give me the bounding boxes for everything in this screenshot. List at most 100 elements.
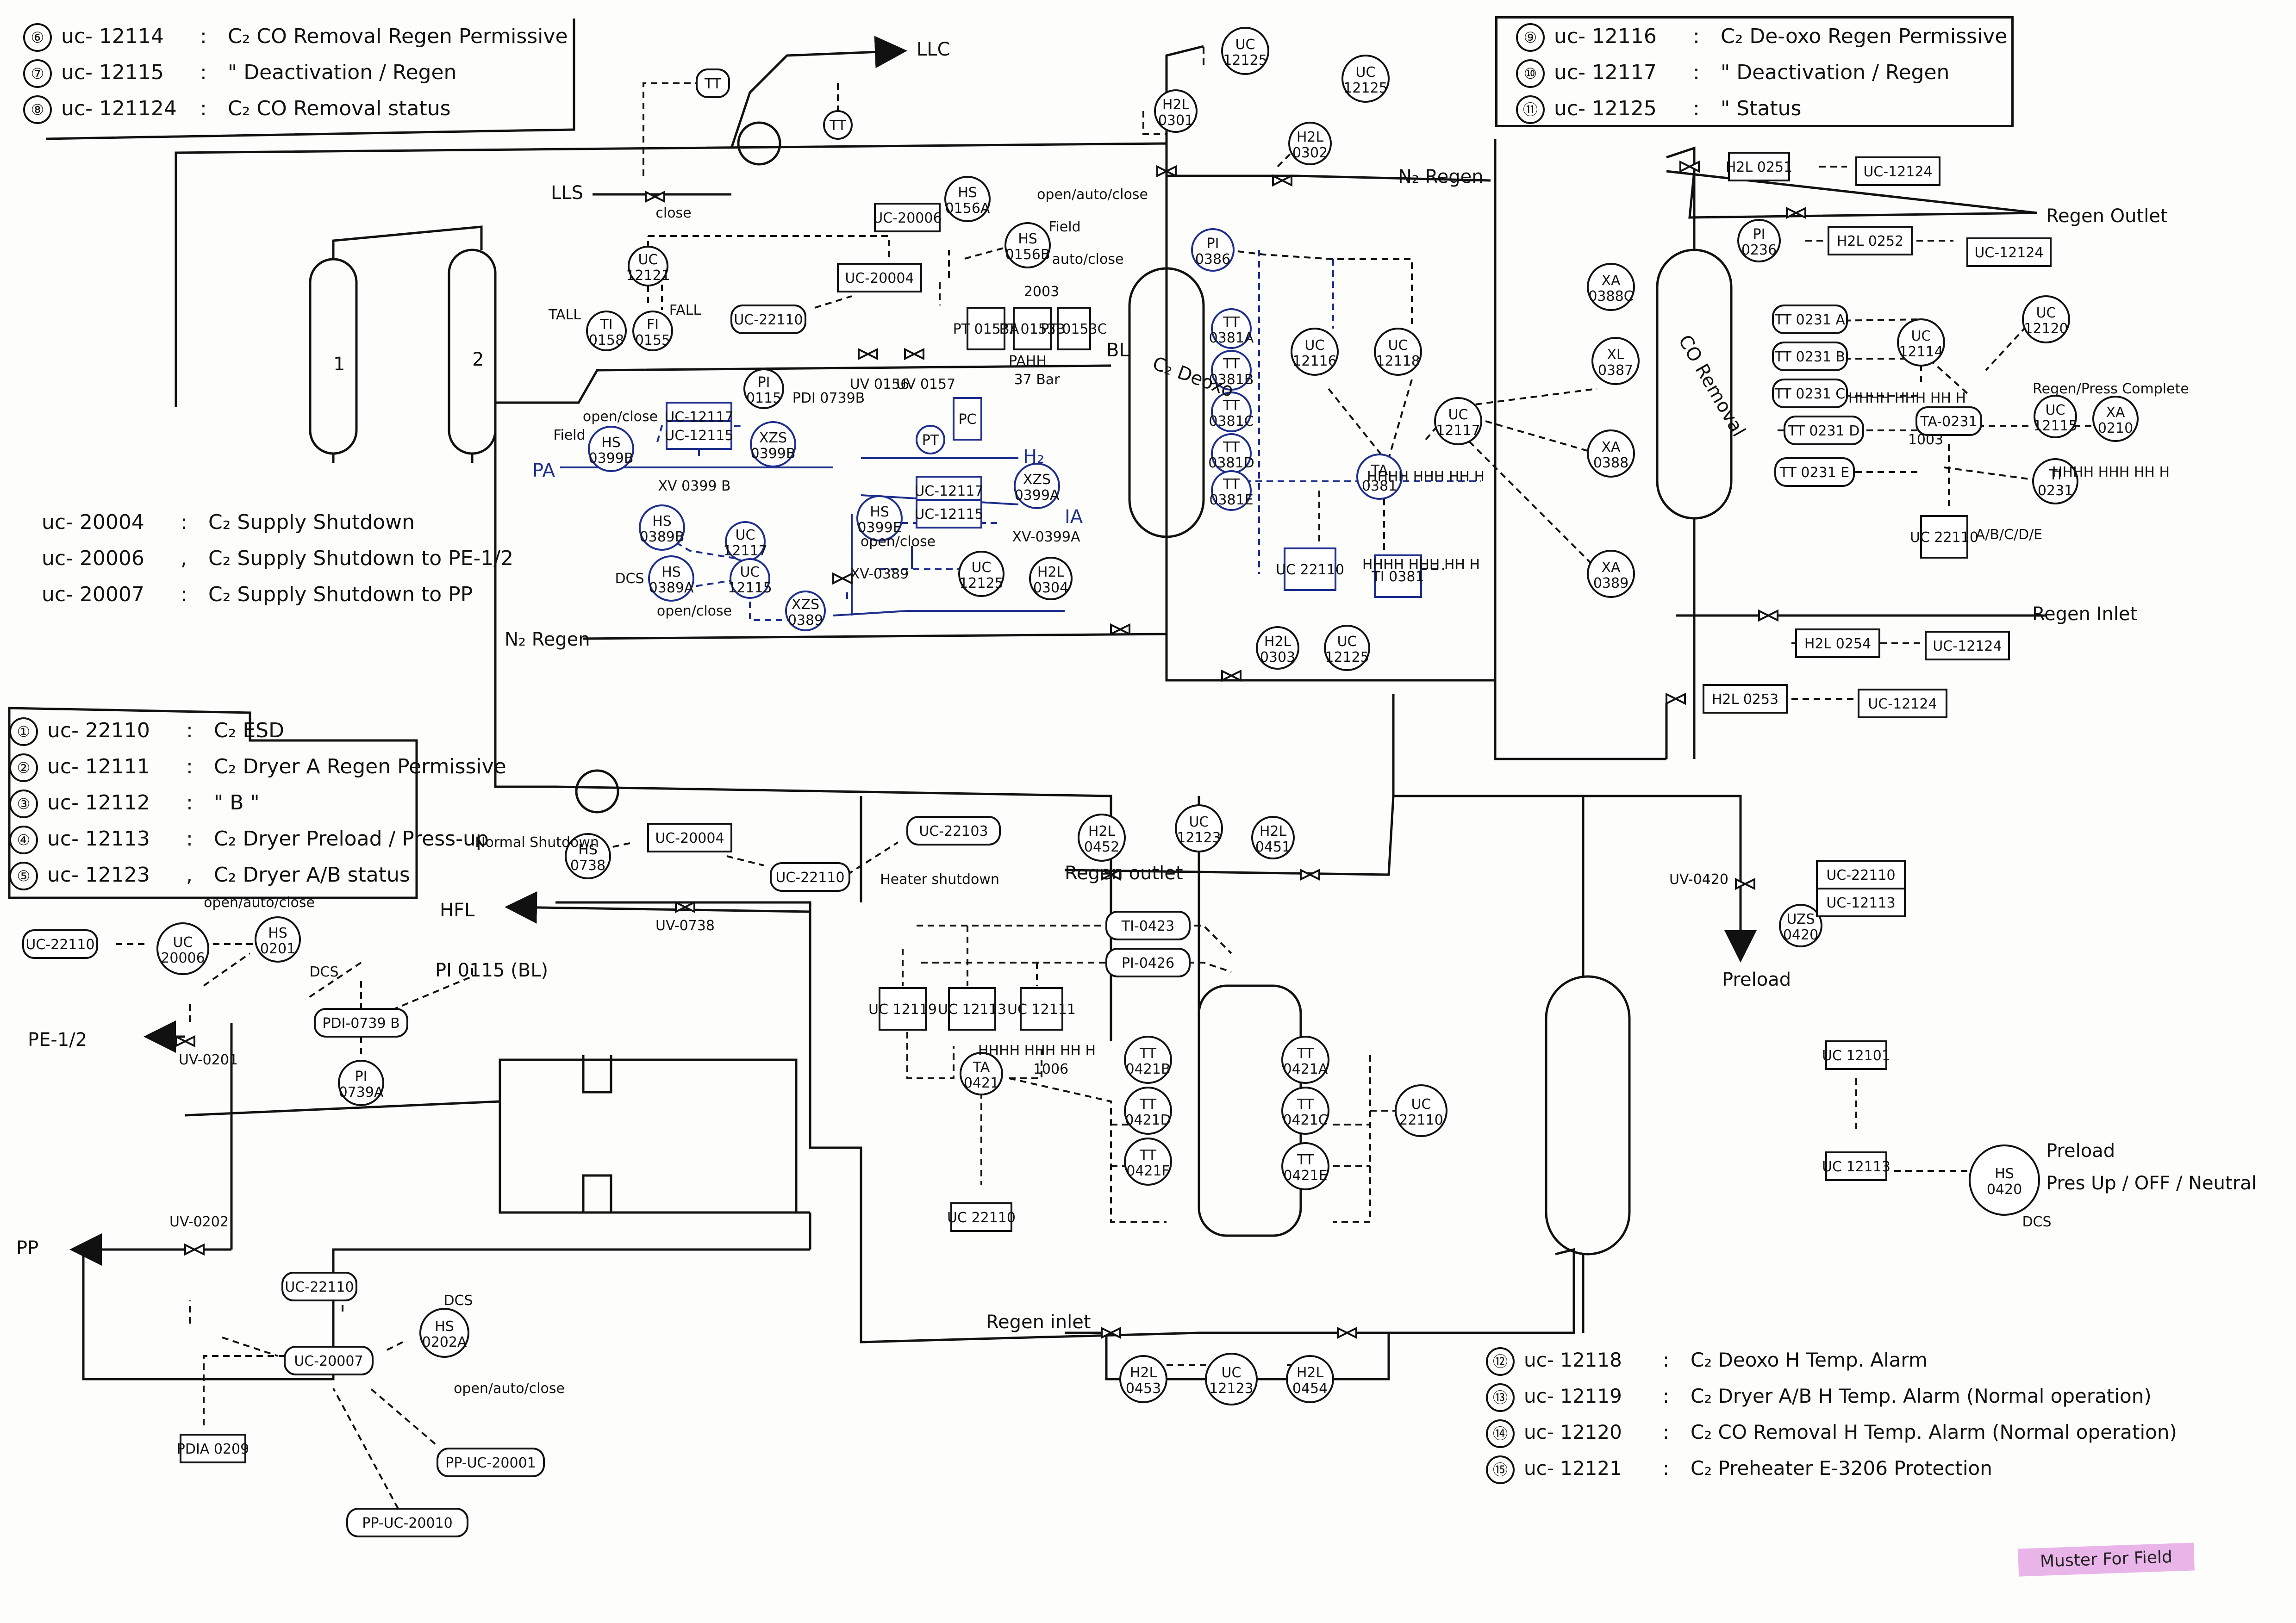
legend-number: ⑦ xyxy=(23,59,52,88)
uc12124c-shape xyxy=(1925,631,2010,660)
label-open-close-1: open/close xyxy=(657,603,732,619)
xa0389-shape xyxy=(1587,550,1635,598)
tag-uc22110-pre: UC-22110 xyxy=(1826,867,1895,883)
h2l0451-shape xyxy=(1251,816,1295,859)
tag-uv0738: UV-0738 xyxy=(655,918,715,934)
tag-tt0231b: TT 0231 B xyxy=(1774,349,1845,365)
tt-top2-shape xyxy=(823,110,853,140)
legend-description: C₂ Deoxo H Temp. Alarm xyxy=(1691,1349,1928,1371)
hs0399b-shape xyxy=(588,426,634,472)
tag-uc12119: UC 12119 xyxy=(868,1001,937,1018)
tag-uc22110-mid: UC-22110 xyxy=(775,870,844,886)
tag-uc22110-top: UC-22110 xyxy=(734,312,803,328)
legend-separator: : xyxy=(181,510,187,534)
uc12113-b-shape xyxy=(1825,1151,1887,1181)
legend-code: uc- 12116 xyxy=(1554,25,1657,48)
legend-code: uc- 12118 xyxy=(1524,1349,1622,1371)
legend-separator: : xyxy=(1693,25,1700,48)
legend-shutdown-row: uc- 20007:C₂ Supply Shutdown to PP xyxy=(42,577,473,613)
label-dcs-4: DCS xyxy=(2022,1214,2051,1230)
tag-uv0420: UV-0420 xyxy=(1669,871,1728,888)
label-hhhh-3: HHHH HHH HH H xyxy=(1848,390,1966,406)
h2l0303-shape xyxy=(1256,626,1299,670)
legend-separator: : xyxy=(1663,1421,1670,1443)
hs0202a-shape xyxy=(419,1308,469,1358)
legend-description: " Deactivation / Regen xyxy=(1721,61,1950,84)
legend-separator: : xyxy=(186,719,193,742)
uc12111-shape xyxy=(1020,987,1063,1031)
legend-description: C₂ Preheater E-3206 Protection xyxy=(1691,1457,1992,1480)
label-dcs-3: DCS xyxy=(443,1293,473,1309)
hs0156b-shape xyxy=(1004,222,1051,268)
ta0231-shape xyxy=(1915,406,1982,436)
pi0236-shape xyxy=(1737,219,1781,262)
label-open-close-3: open/close xyxy=(861,534,936,550)
tt0231d-shape xyxy=(1784,416,1864,445)
tt0231b-shape xyxy=(1772,342,1848,371)
ti0231-shape xyxy=(2032,458,2078,504)
uc22110-pre-shape xyxy=(1816,860,1906,889)
label-regen-outlet-mid: Regen outlet xyxy=(1065,863,1183,884)
tag-uv0156: UV 0156 xyxy=(850,376,909,392)
label-close: close xyxy=(655,205,691,221)
tag-xv0389: XV-0389 xyxy=(850,566,909,582)
h2l0302-shape xyxy=(1288,122,1332,165)
tt0381a-shape xyxy=(1211,308,1252,349)
legend-code: uc- 12115 xyxy=(61,61,164,84)
pdia0209-shape xyxy=(180,1434,246,1463)
label-pa: PA xyxy=(532,460,555,481)
uc20007-shape xyxy=(284,1346,374,1375)
tag-uc20004-top: UC-20004 xyxy=(845,270,914,286)
legend-description: C₂ Dryer A Regen Permissive xyxy=(214,755,506,778)
h2l0453-shape xyxy=(1119,1355,1167,1403)
label-regen-inlet-bottom: Regen inlet xyxy=(986,1312,1091,1333)
legend-code: uc- 12119 xyxy=(1524,1385,1622,1407)
legend-description: " B " xyxy=(214,791,260,815)
pt0153c-shape xyxy=(1057,307,1091,350)
tag-xv0399b: XV 0399 B xyxy=(658,478,730,494)
uc12125a-shape xyxy=(1221,27,1269,75)
tag-uv0201: UV-0201 xyxy=(179,1052,238,1068)
instrument-bubbles xyxy=(156,27,2139,1405)
legend-separator: : xyxy=(1693,97,1700,120)
label-1006: 1006 xyxy=(1033,1061,1068,1077)
label-37bar: 37 Bar xyxy=(1014,372,1060,388)
uc12116-shape xyxy=(1291,328,1339,376)
tag-pp-uc20010: PP-UC-20010 xyxy=(362,1515,453,1531)
process-lines xyxy=(69,36,2046,1380)
uc20004-mid-shape xyxy=(647,823,732,852)
tag-uc22110-pp: UC-22110 xyxy=(285,1279,354,1295)
tag-tt-top2: TT xyxy=(829,118,847,134)
legend-code: uc- 20004 xyxy=(42,510,144,534)
uc12118-shape xyxy=(1374,328,1422,376)
pt0153b-shape xyxy=(1013,307,1052,350)
tag-uc12124b: UC-12124 xyxy=(1974,245,2043,261)
uc22110-pp-shape xyxy=(281,1272,357,1301)
label-preload: Preload xyxy=(1722,969,1791,990)
label-hhhh-5: HHHH HHH HH H xyxy=(978,1043,1096,1059)
tag-h2l0254: H2L 0254 xyxy=(1804,636,1871,652)
label-field-1: Field xyxy=(553,427,585,443)
tag-uc12124c: UC-12124 xyxy=(1933,638,2002,654)
